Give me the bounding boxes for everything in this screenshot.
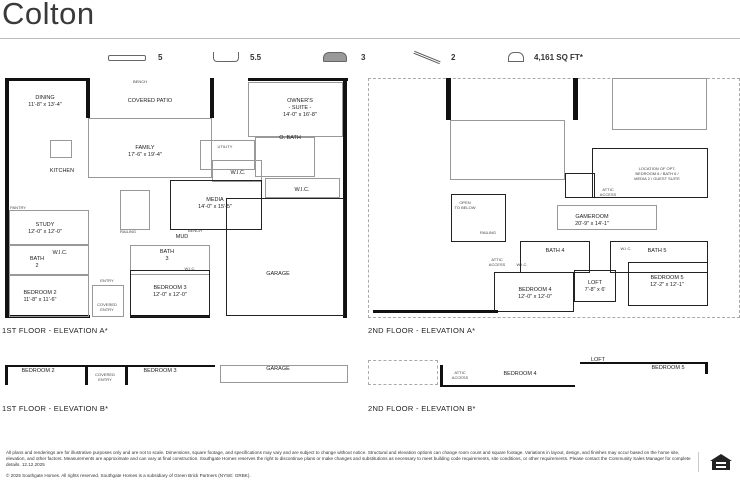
room-mud: MUD — [175, 234, 189, 240]
equal-housing-logo — [708, 453, 734, 473]
floor-caption: 1ST FLOOR - ELEVATION B* — [2, 404, 109, 413]
room-wic: W.I.C. — [516, 262, 528, 267]
stories-count: 2 — [451, 53, 456, 62]
room-garage: GARAGE — [266, 271, 290, 277]
room-covered-patio: COVERED PATIO — [127, 98, 173, 104]
room-bedroom-4: BEDROOM 4 — [503, 371, 537, 377]
room-bedroom-5: BEDROOM 5 — [651, 365, 685, 371]
room-bedroom-3: BEDROOM 3 — [143, 368, 177, 374]
room-owners-suite: OWNER'S- SUITE -14'-0" x 16'-8" — [283, 98, 317, 118]
room-utility: UTILITY — [217, 144, 233, 149]
floor-caption: 2ND FLOOR - ELEVATION A* — [368, 326, 476, 335]
room-bath-5: BATH 5 — [647, 248, 667, 254]
room-wic: W.I.C. — [294, 187, 310, 193]
title-divider — [0, 38, 740, 39]
room-owners-bath: O. BATH — [279, 135, 301, 141]
room-bedroom-2: BEDROOM 2 — [21, 368, 55, 374]
optional-suite-note: LOCATION OF OPT.BEDROOM 6 / BATH 6 /MEDI… — [634, 166, 680, 181]
floor-caption: 1ST FLOOR - ELEVATION A* — [2, 326, 108, 335]
garage-icon — [323, 52, 347, 62]
bath-icon — [213, 52, 239, 62]
bench-label: BENCH — [132, 79, 148, 84]
floor-caption: 2ND FLOOR - ELEVATION B* — [368, 404, 476, 413]
bench-label: BENCH — [187, 228, 203, 233]
room-bath-4: BATH 4 — [545, 248, 565, 254]
room-entry: ENTRY — [100, 278, 114, 283]
room-wic: W.I.C. — [184, 266, 196, 271]
room-wic: W.I.C. — [620, 246, 632, 251]
railing-label: RAILING — [479, 230, 497, 235]
plan-title: Colton — [2, 0, 95, 31]
room-wic: W.I.C. — [230, 170, 246, 176]
room-garage: GARAGE — [266, 366, 290, 372]
stairs-icon — [413, 50, 441, 65]
beds-count: 5 — [158, 53, 163, 62]
room-kitchen: KITCHEN — [49, 168, 75, 174]
room-loft: LOFT — [590, 357, 606, 363]
room-wic: W.I.C. — [52, 250, 68, 256]
baths-count: 5.5 — [250, 53, 262, 62]
sqft: 4,161 SQ FT* — [534, 53, 583, 62]
disclaimer: All plans and renderings are for illustr… — [6, 450, 691, 467]
copyright: © 2025 Southgate Homes. All rights reser… — [6, 473, 251, 478]
house-icon — [508, 52, 524, 62]
garage-count: 3 — [361, 53, 366, 62]
railing-label: RAILING — [119, 229, 137, 234]
footer-divider — [698, 452, 699, 472]
room-pantry: PANTRY — [10, 205, 26, 210]
bed-icon — [108, 55, 146, 61]
